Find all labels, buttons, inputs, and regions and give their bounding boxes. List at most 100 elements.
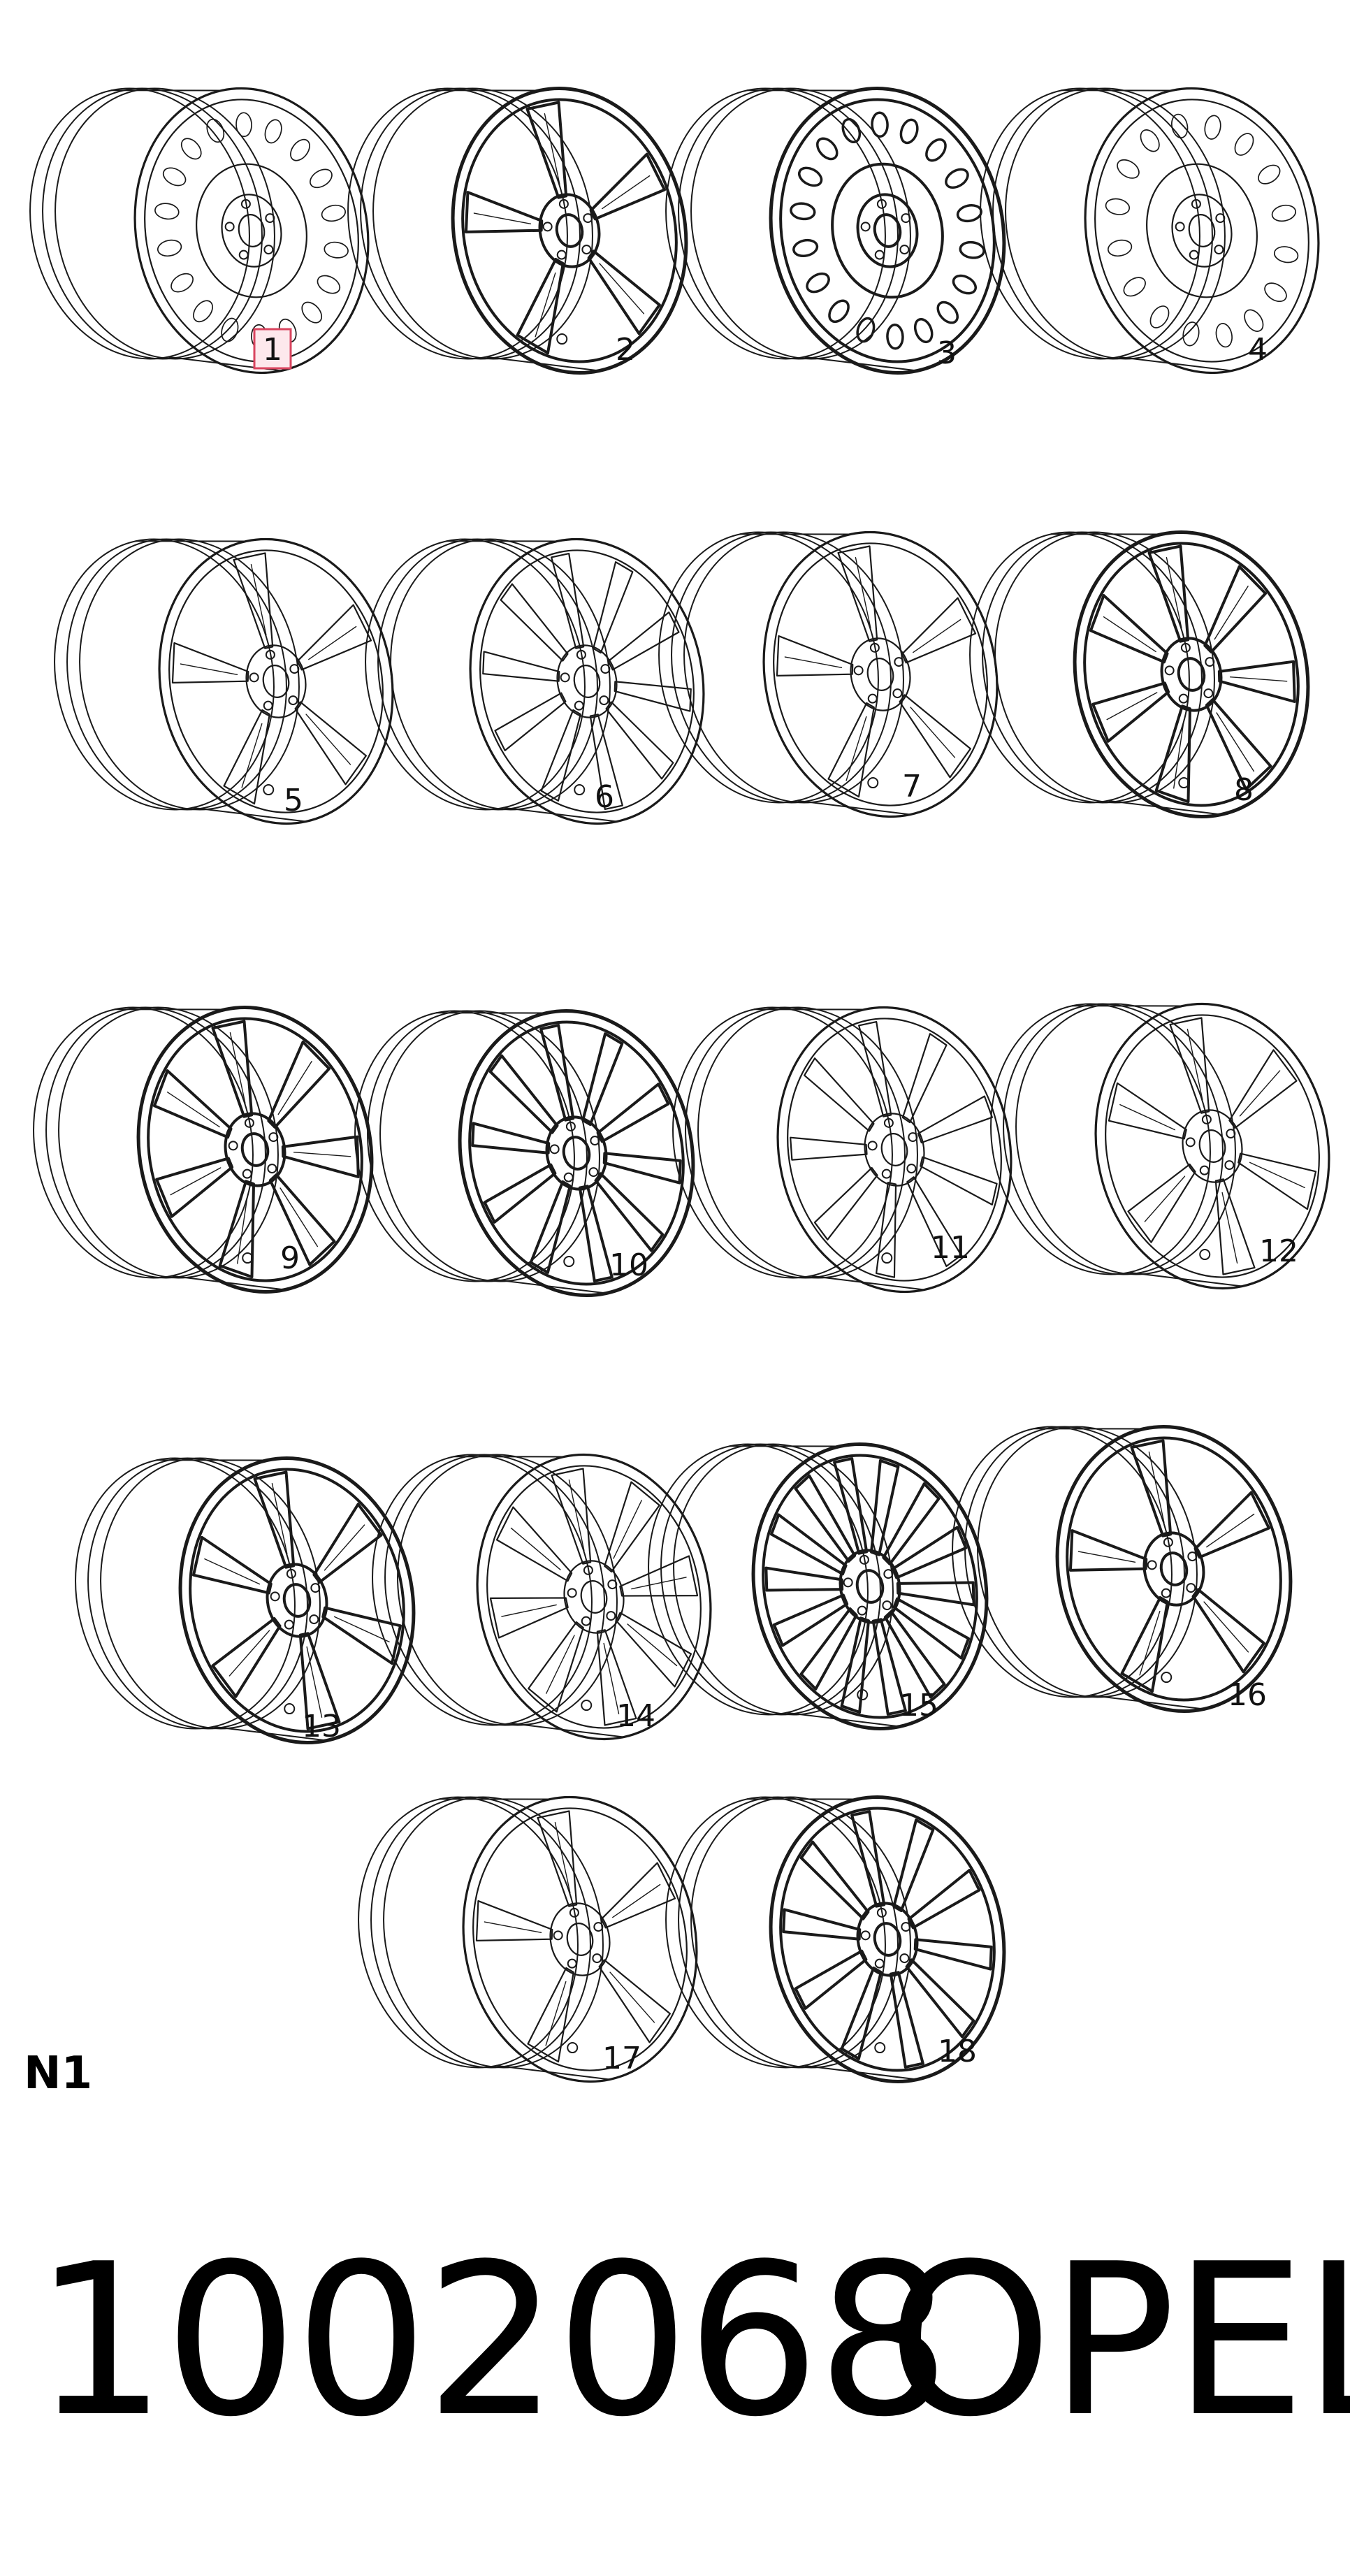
center-bore [866, 658, 894, 691]
spoke [1108, 1082, 1187, 1140]
wheel-13[interactable]: 13 [51, 1436, 440, 1765]
rim-inner [147, 1017, 363, 1282]
wheel-8[interactable]: 8 [945, 510, 1334, 839]
vent-hole [913, 318, 934, 344]
lug-hole [267, 1164, 277, 1174]
spoke-ridge [333, 1616, 390, 1643]
lug-hole [563, 1172, 574, 1182]
lug-hole [894, 657, 904, 667]
spoke [483, 1163, 557, 1224]
spoke-ridge [241, 723, 263, 788]
wheel-9[interactable]: 9 [9, 985, 398, 1314]
spoke [901, 597, 977, 664]
spoke [1147, 544, 1190, 643]
lug-hole [876, 198, 887, 209]
rim-back-line [982, 531, 1203, 804]
wheel-7[interactable]: 7 [634, 510, 1023, 839]
spoke [882, 1482, 941, 1565]
center-bore [855, 1569, 885, 1604]
lug-hole [853, 665, 864, 676]
rim-back-line [1005, 87, 1226, 360]
wheel-12[interactable]: 12 [966, 982, 1350, 1310]
rim-back-line [648, 1443, 869, 1716]
spoke-ridge [855, 557, 871, 629]
spoke [596, 1629, 637, 1726]
lug-hole [1164, 665, 1175, 676]
spoke [1091, 681, 1170, 743]
vent-hole [936, 301, 959, 324]
wheel-17[interactable]: 17 [334, 1775, 723, 2097]
spoke-ridge [545, 1981, 567, 2046]
center-bore [238, 214, 266, 247]
vent-hole [162, 167, 187, 187]
wheel-2[interactable]: 2 [324, 66, 712, 395]
spoke [551, 552, 585, 649]
vent-hole [290, 138, 310, 161]
center-bore [1159, 1551, 1189, 1586]
spoke-ridge [554, 1822, 571, 1894]
wheel-3[interactable]: 3 [641, 66, 1030, 395]
wheel-6[interactable]: 6 [341, 517, 730, 846]
spoke-ridge [631, 1577, 687, 1590]
spoke [596, 1083, 670, 1143]
lug-hole [244, 1117, 254, 1128]
lug-hole [242, 1168, 252, 1179]
valve-hole [563, 1256, 575, 1268]
rim-inner [1083, 542, 1300, 807]
center-bore [562, 1136, 591, 1171]
lug-hole [1214, 245, 1224, 255]
wheel-15[interactable]: 15 [624, 1422, 1013, 1751]
callout-label: 3 [937, 335, 957, 371]
spoke-ridge [1077, 1551, 1136, 1563]
rim-back-line [980, 87, 1200, 360]
spoke-ridge [204, 1558, 261, 1585]
vent-hole [157, 239, 182, 257]
vent-hole [264, 119, 282, 144]
spoke [1203, 565, 1268, 653]
valve-hole [581, 1700, 593, 1712]
vent-hole [925, 138, 947, 162]
spoke [619, 1555, 699, 1597]
spoke [152, 1069, 233, 1139]
spoke [211, 1020, 254, 1118]
lug-hole [1226, 1129, 1236, 1139]
spoke [833, 1457, 869, 1555]
wheel-5[interactable]: 5 [30, 517, 419, 846]
vent-hole [1271, 204, 1297, 222]
lug-hole [874, 249, 885, 260]
rim-outer [1084, 87, 1320, 375]
vent-hole [1244, 309, 1264, 332]
lug-hole [1178, 693, 1189, 704]
wheel-11[interactable]: 11 [648, 985, 1037, 1314]
vent-hole [945, 168, 969, 189]
lug-hole [867, 1141, 878, 1151]
vent-hole [959, 240, 985, 259]
lug-hole [560, 672, 570, 683]
wheel-4[interactable]: 4 [956, 66, 1344, 395]
valve-hole [242, 1252, 254, 1264]
spoke-ridge [166, 1091, 220, 1128]
rim-inner [461, 98, 678, 363]
wheel-1[interactable]: 1 [6, 66, 394, 395]
spoke [593, 561, 634, 654]
lug-hole [857, 1605, 867, 1616]
barrel-line [509, 1722, 625, 1738]
hub [556, 644, 618, 718]
vent-hole [1215, 323, 1233, 348]
spoke-ridge [1203, 1601, 1249, 1653]
rim-outer [178, 1456, 416, 1744]
spoke [899, 694, 971, 779]
spoke [605, 701, 674, 780]
wheel-10[interactable]: 10 [331, 989, 719, 1317]
wheel-14[interactable]: 14 [348, 1433, 736, 1761]
rim-back-line [372, 87, 593, 360]
wheel-18[interactable]: 18 [641, 1775, 1030, 2097]
vent-hole [1105, 198, 1131, 215]
vent-hole [841, 117, 862, 143]
lug-hole [606, 1611, 616, 1621]
lug-hole [553, 1930, 563, 1941]
center-disc [196, 163, 307, 298]
spoke [155, 1157, 234, 1218]
wheel-16[interactable]: 16 [928, 1405, 1316, 1733]
